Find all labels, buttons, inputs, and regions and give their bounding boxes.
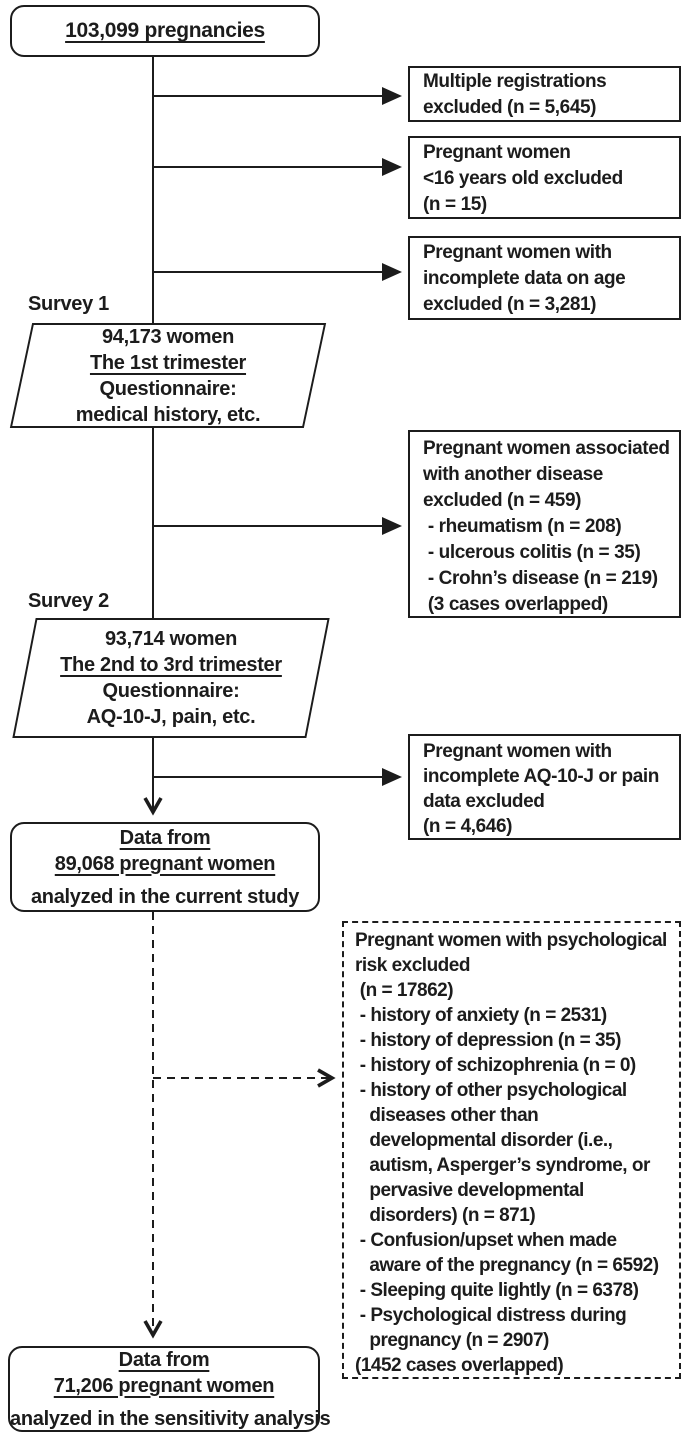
survey1-label: Survey 1 bbox=[28, 293, 109, 315]
exclusion-box-under16: Pregnant women<16 years old excluded(n =… bbox=[408, 136, 681, 219]
start-box: 103,099 pregnancies bbox=[10, 5, 320, 57]
survey2-label: Survey 2 bbox=[28, 590, 109, 612]
